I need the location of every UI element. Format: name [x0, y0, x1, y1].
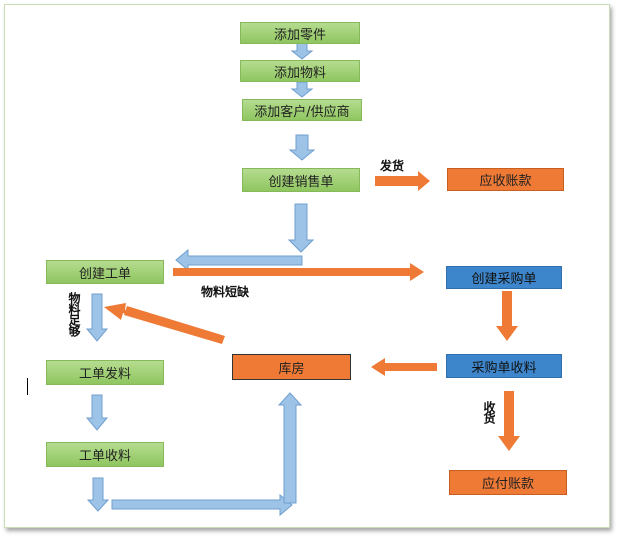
node-add-parts: 添加零件 — [240, 22, 360, 44]
arrow-work-order-to-issue — [85, 293, 109, 342]
arrow-parts-to-material — [290, 42, 314, 60]
node-add-material: 添加物料 — [240, 60, 360, 82]
arrow-to-work-order — [175, 248, 303, 272]
node-create-sales-order: 创建销售单 — [242, 168, 360, 192]
edge-label-material-sufficient: 物料足够 — [67, 292, 81, 336]
arrow-material-shortage — [173, 263, 424, 281]
arrow-to-warehouse-up — [277, 392, 303, 504]
text-cursor — [27, 378, 28, 395]
node-work-order-receipt: 工单收料 — [46, 442, 164, 467]
node-accounts-payable: 应付账款 — [449, 470, 567, 495]
arrow-receipt-right — [111, 493, 293, 517]
node-create-work-order: 创建工单 — [46, 260, 164, 284]
node-create-purchase-order: 创建采购单 — [446, 266, 562, 289]
edge-label-ship: 发货 — [380, 159, 405, 173]
node-purchase-receipt: 采购单收料 — [446, 354, 562, 378]
arrow-purchase-down — [496, 291, 518, 341]
node-accounts-receivable: 应收账款 — [447, 168, 564, 191]
node-warehouse: 库房 — [232, 354, 351, 380]
node-add-customer-supplier: 添加客户/供应商 — [242, 99, 362, 121]
edge-label-receive-goods: 收货 — [482, 401, 496, 423]
arrow-receive-goods — [498, 391, 520, 451]
arrow-ship — [375, 171, 430, 191]
arrow-receipt-to-warehouse — [371, 358, 437, 376]
arrow-material-to-customer — [290, 81, 314, 98]
arrow-sales-down — [287, 203, 315, 253]
arrow-receipt-down — [86, 477, 110, 512]
arrow-warehouse-to-work-order-body — [124, 306, 225, 344]
arrow-issue-to-receipt — [85, 394, 109, 431]
node-work-order-issue: 工单发料 — [46, 360, 164, 385]
edge-label-material-shortage: 物料短缺 — [201, 285, 250, 299]
arrow-customer-to-sales — [288, 134, 316, 161]
